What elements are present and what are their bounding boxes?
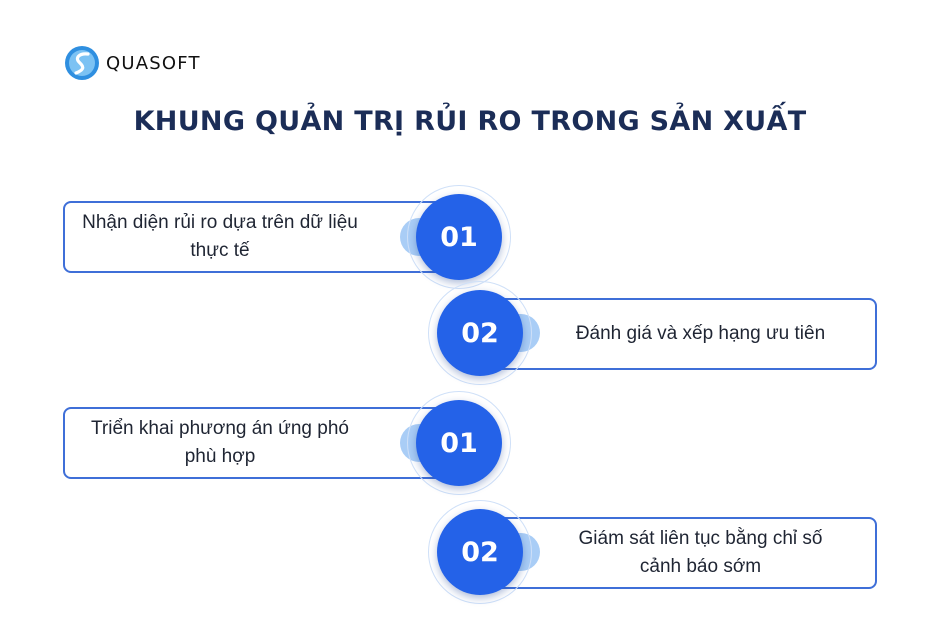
step-card-1: Nhận diện rủi ro dựa trên dữ liệu thực t… [63, 201, 463, 273]
step-text-1: Nhận diện rủi ro dựa trên dữ liệu thực t… [82, 209, 358, 265]
step-1-number-badge: 01 [416, 194, 502, 280]
step-3-line-2: phù hợp [184, 446, 256, 467]
step-card-3: Triển khai phương án ứng phó phù hợp [63, 407, 463, 479]
page-title: KHUNG QUẢN TRỊ RỦI RO TRONG SẢN XUẤT [133, 106, 807, 137]
brand-logo: QUASOFT [64, 44, 201, 82]
quasoft-logo-icon [65, 46, 99, 80]
step-text-4: Giám sát liên tục bằng chỉ số cảnh báo s… [579, 525, 823, 581]
step-card-4: Giám sát liên tục bằng chỉ số cảnh báo s… [478, 517, 877, 589]
step-text-3: Triển khai phương án ứng phó phù hợp [91, 415, 349, 471]
step-text-2: Đánh giá và xếp hạng ưu tiên [576, 320, 825, 348]
step-2-line-1: Đánh giá và xếp hạng ưu tiên [575, 323, 826, 344]
step-3-line-1: Triển khai phương án ứng phó [91, 418, 349, 439]
step-2-ring [428, 281, 532, 385]
brand-name: QUASOFT [106, 52, 201, 74]
step-2-number-badge: 02 [437, 290, 523, 376]
step-4-ring [428, 500, 532, 604]
step-1-number: 01 [440, 221, 478, 253]
step-4-line-1: Giám sát liên tục bằng chỉ số [578, 528, 823, 549]
step-1-line-2: thực tế [190, 240, 250, 261]
step-3-number: 01 [440, 427, 478, 459]
step-1-line-1: Nhận diện rủi ro dựa trên dữ liệu [82, 212, 358, 233]
step-3-ring [407, 391, 511, 495]
step-3-number-badge: 01 [416, 400, 502, 486]
step-2-number: 02 [461, 317, 499, 349]
step-4-line-2: cảnh báo sớm [639, 556, 762, 577]
step-4-number: 02 [461, 536, 499, 568]
step-4-number-badge: 02 [437, 509, 523, 595]
step-card-2: Đánh giá và xếp hạng ưu tiên [478, 298, 877, 370]
